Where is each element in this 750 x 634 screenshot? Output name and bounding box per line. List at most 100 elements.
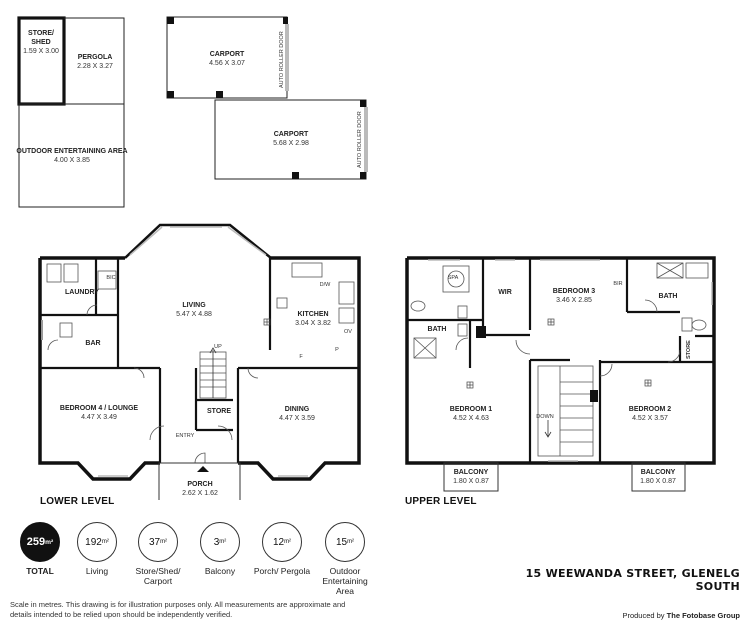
stat-living-label: Living bbox=[85, 566, 109, 576]
outdoor-dims: 4.00 X 3.85 bbox=[54, 157, 90, 164]
roller-door-1-label: AUTO ROLLER DOOR bbox=[279, 31, 285, 88]
living-label: LIVING bbox=[182, 302, 206, 309]
stat-store-carport-label: Store/Shed/ Carport bbox=[135, 566, 181, 586]
down-label: DOWN bbox=[536, 414, 553, 420]
stat-store-carport-value: 37 bbox=[148, 536, 161, 548]
carport-2-dims: 5.68 X 2.98 bbox=[273, 140, 309, 147]
entry-arrow-icon bbox=[197, 466, 209, 472]
stat-outdoor-label: Outdoor Entertaining Area bbox=[322, 566, 368, 596]
dining-label: DINING bbox=[285, 406, 310, 413]
kitchen-dims: 3.04 X 3.82 bbox=[295, 320, 331, 327]
balcony-1-outline bbox=[443, 462, 499, 492]
store-shed-dims: 1.59 X 3.00 bbox=[23, 48, 59, 55]
stat-outdoor-unit: m² bbox=[347, 539, 355, 545]
upper-store-label: STORE bbox=[686, 340, 692, 359]
credit: Produced by The Fotobase Group bbox=[622, 611, 740, 620]
entry-label: ENTRY bbox=[176, 433, 195, 439]
dining-dims: 4.47 X 3.59 bbox=[279, 415, 315, 422]
porch-outline bbox=[158, 462, 241, 500]
stat-living-value: 192 bbox=[85, 536, 102, 548]
stat-total-label: TOTAL bbox=[26, 566, 54, 576]
store-shed-label-1: STORE/ bbox=[28, 30, 54, 37]
stat-total-value: 259 bbox=[26, 536, 46, 548]
stat-porch-pergola-unit: m² bbox=[284, 539, 292, 545]
porch-label: PORCH bbox=[187, 481, 212, 488]
stat-balcony-value: 3 bbox=[213, 536, 220, 548]
outdoor-label: OUTDOOR ENTERTAINING AREA bbox=[16, 148, 127, 155]
stat-outdoor-value: 15 bbox=[335, 536, 348, 548]
stat-living-unit: m² bbox=[101, 539, 109, 545]
lower-level-label: LOWER LEVEL bbox=[40, 496, 115, 507]
carport-2-label: CARPORT bbox=[274, 131, 309, 138]
bed1-label: BEDROOM 1 bbox=[450, 406, 493, 413]
roller-door-2-label: AUTO ROLLER DOOR bbox=[357, 111, 363, 168]
p-label: P bbox=[335, 347, 339, 353]
bath2-label: BATH bbox=[659, 293, 678, 300]
bar-label: BAR bbox=[85, 340, 100, 347]
store-shed-label-2: SHED bbox=[31, 39, 50, 46]
spa-label: SPA bbox=[448, 275, 459, 281]
balcony1-label: BALCONY bbox=[454, 469, 489, 476]
property-address: 15 WEEWANDA STREET, GLENELG SOUTH bbox=[525, 567, 740, 593]
bed2-label: BEDROOM 2 bbox=[629, 406, 672, 413]
stat-porch-pergola-label: Porch/ Pergola bbox=[253, 566, 311, 576]
laundry-label: LAUNDRY bbox=[65, 289, 99, 296]
lower-level-walls bbox=[38, 223, 361, 481]
store-label: STORE bbox=[207, 408, 231, 415]
upper-level-label: UPPER LEVEL bbox=[405, 496, 477, 507]
bath1-label: BATH bbox=[428, 326, 447, 333]
pergola-dims: 2.28 X 3.27 bbox=[77, 63, 113, 70]
bic-label: BIC bbox=[106, 275, 115, 281]
credit-prefix: Produced by bbox=[622, 611, 665, 620]
upper-pillar-1 bbox=[476, 326, 486, 338]
living-dims: 5.47 X 4.88 bbox=[176, 311, 212, 318]
bed2-dims: 4.52 X 3.57 bbox=[632, 415, 668, 422]
upper-level-fixtures bbox=[410, 259, 713, 462]
kitchen-label: KITCHEN bbox=[297, 311, 328, 318]
stat-total-unit: m² bbox=[45, 538, 54, 546]
carport-1-dims: 4.56 X 3.07 bbox=[209, 60, 245, 67]
floor-plan: STORE/ SHED 1.59 X 3.00 PERGOLA 2.28 X 3… bbox=[16, 16, 716, 500]
pergola-label: PERGOLA bbox=[78, 54, 113, 61]
stat-store-carport-unit: m² bbox=[160, 539, 168, 545]
lower-level-inner-walls bbox=[40, 258, 359, 463]
stat-balcony-label: Balcony bbox=[204, 566, 236, 576]
upper-level-labels: SPA WIR BATH BEDROOM 3 3.46 X 2.85 BIR B… bbox=[428, 275, 692, 485]
stat-balcony-unit: m² bbox=[219, 539, 227, 545]
stat-porch-pergola-value: 12 bbox=[272, 536, 285, 548]
bed1-dims: 4.52 X 4.63 bbox=[453, 415, 489, 422]
carport-1-label: CARPORT bbox=[210, 51, 245, 58]
bed4-label: BEDROOM 4 / LOUNGE bbox=[60, 405, 139, 412]
bed4-dims: 4.47 X 3.49 bbox=[81, 414, 117, 421]
outdoor-area-outline bbox=[18, 103, 125, 208]
balcony2-label: BALCONY bbox=[641, 469, 676, 476]
upper-pillar-2 bbox=[590, 390, 598, 402]
pergola-outline bbox=[64, 17, 125, 104]
outbuilding-labels: STORE/ SHED 1.59 X 3.00 PERGOLA 2.28 X 3… bbox=[16, 30, 363, 168]
upper-level-inner-walls bbox=[407, 258, 714, 463]
lower-level-fixtures bbox=[41, 226, 355, 477]
credit-company: The Fotobase Group bbox=[666, 611, 740, 620]
bir-label: BIR bbox=[613, 281, 622, 287]
ov-label: OV bbox=[344, 329, 352, 335]
porch-dims: 2.62 X 1.62 bbox=[182, 490, 218, 497]
bed3-dims: 3.46 X 2.85 bbox=[556, 297, 592, 304]
lower-level-labels: LAUNDRY BIC BAR LIVING 5.47 X 4.88 KITCH… bbox=[60, 275, 352, 497]
f-label: F bbox=[299, 354, 303, 360]
wir-label: WIR bbox=[498, 289, 512, 296]
upper-level-walls bbox=[405, 256, 716, 465]
balcony-2-outline bbox=[631, 462, 686, 492]
balcony1-dims: 1.80 X 0.87 bbox=[453, 478, 489, 485]
